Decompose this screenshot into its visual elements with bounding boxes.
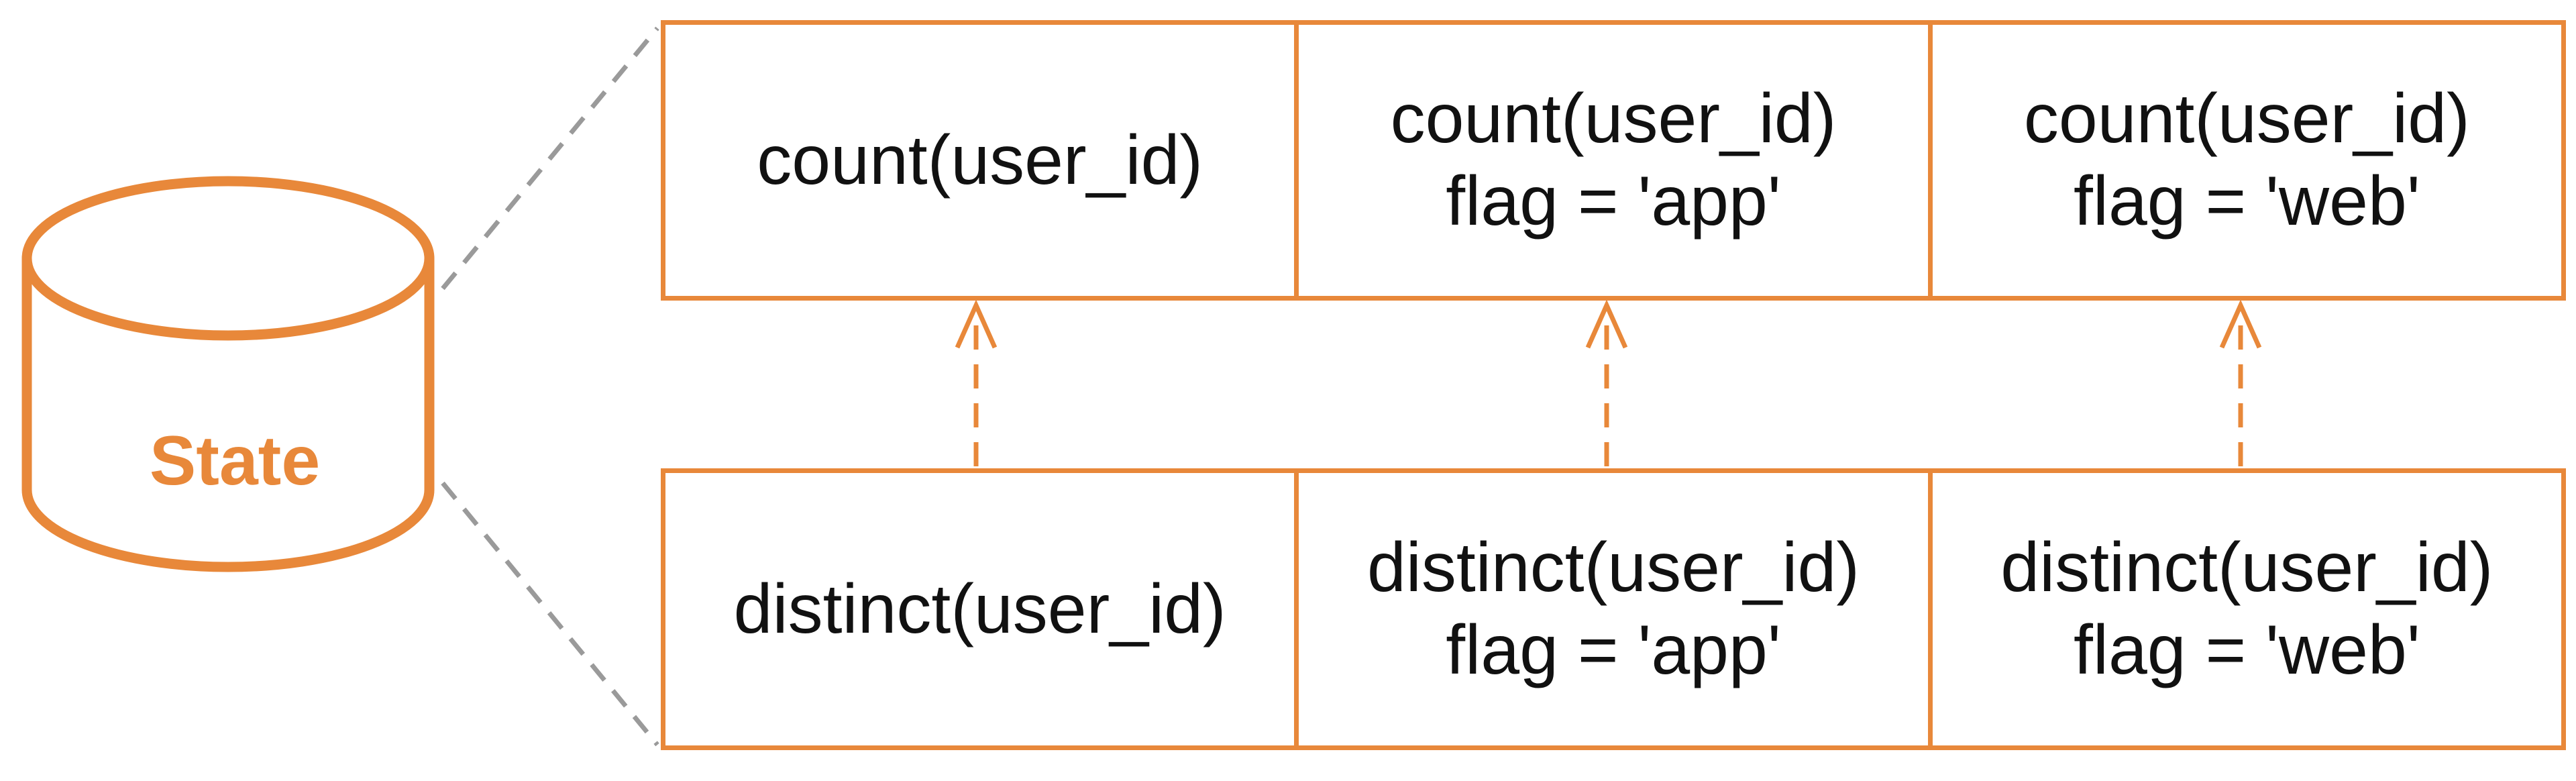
cylinder-body bbox=[21, 258, 435, 572]
distinct-cell-app: distinct(user_id) flag = 'app' bbox=[1294, 473, 1927, 745]
cell-line-1: count(user_id) bbox=[1390, 80, 1837, 158]
cell-line-1: count(user_id) bbox=[2023, 80, 2470, 158]
distinct-row: distinct(user_id) distinct(user_id) flag… bbox=[661, 468, 2566, 750]
arrow-1 bbox=[955, 299, 998, 466]
count-cell-app: count(user_id) flag = 'app' bbox=[1294, 25, 1927, 296]
cell-line-2: flag = 'app' bbox=[1446, 611, 1781, 689]
cell-line-1: distinct(user_id) bbox=[733, 570, 1226, 648]
count-row: count(user_id) count(user_id) flag = 'ap… bbox=[661, 20, 2566, 301]
distinct-cell-web: distinct(user_id) flag = 'web' bbox=[1927, 473, 2561, 745]
cell-line-1: distinct(user_id) bbox=[1366, 529, 1860, 607]
zoom-line-top bbox=[441, 26, 659, 291]
cell-line-1: count(user_id) bbox=[757, 121, 1203, 199]
arrow-3 bbox=[2219, 299, 2262, 466]
zoom-line-bottom bbox=[441, 481, 659, 747]
cell-line-1: distinct(user_id) bbox=[2000, 529, 2493, 607]
count-cell-all: count(user_id) bbox=[665, 25, 1294, 296]
state-database-icon bbox=[21, 176, 435, 572]
cell-line-2: flag = 'web' bbox=[2073, 162, 2420, 240]
cell-line-2: flag = 'app' bbox=[1446, 162, 1781, 240]
cell-line-2: flag = 'web' bbox=[2073, 611, 2420, 689]
cylinder-top bbox=[21, 176, 435, 341]
arrow-2 bbox=[1585, 299, 1628, 466]
count-cell-web: count(user_id) flag = 'web' bbox=[1927, 25, 2561, 296]
distinct-cell-all: distinct(user_id) bbox=[665, 473, 1294, 745]
state-label: State bbox=[149, 422, 321, 500]
